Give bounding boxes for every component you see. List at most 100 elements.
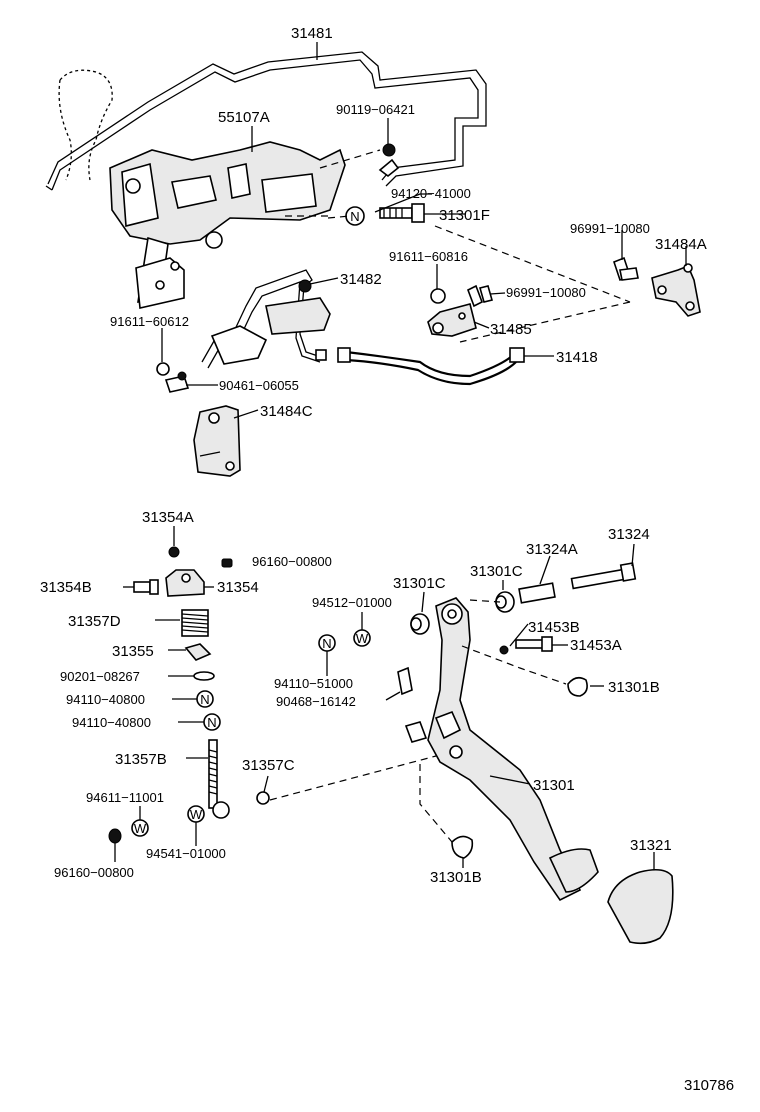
washer-94541-01000: W <box>187 805 205 823</box>
label-31301B-b: 31301B <box>430 869 482 886</box>
label-91611-60612: 91611−60612 <box>110 314 189 329</box>
bolt-31354B <box>133 579 159 595</box>
nut-91611-60612 <box>156 362 170 376</box>
label-31453A: 31453A <box>570 637 622 654</box>
leader-dash-1 <box>327 215 351 219</box>
label-94120-41000: 94120−41000 <box>391 186 471 201</box>
leader-dash-3 <box>434 225 631 303</box>
label-31301B-a: 31301B <box>608 679 660 696</box>
label-94611-11001: 94611−11001 <box>86 790 164 805</box>
label-94110-40800-b: 94110−40800 <box>72 715 151 730</box>
clip-31354A <box>168 546 180 558</box>
clip-90468-16142 <box>397 666 413 696</box>
label-31482: 31482 <box>340 271 382 288</box>
label-31357C: 31357C <box>242 757 295 774</box>
hose-31418 <box>337 347 525 386</box>
leader-31324A <box>539 555 551 585</box>
nut-94110-40800-a: N <box>196 690 214 708</box>
cushion-31301B-a <box>567 676 588 697</box>
leader-dash-6 <box>269 755 437 801</box>
label-31321: 31321 <box>630 837 672 854</box>
master-area-31481 <box>58 69 113 181</box>
nut-91611-60816 <box>430 288 446 304</box>
leader-90468 <box>385 691 401 701</box>
label-31354: 31354 <box>217 579 259 596</box>
pedal-arm-31301 <box>404 597 582 902</box>
label-96991-10080-a: 96991−10080 <box>570 221 650 236</box>
label-90201-08267: 90201−08267 <box>60 669 140 684</box>
nut-n-glyph: N <box>350 209 359 224</box>
label-31354B: 31354B <box>40 579 92 596</box>
leader-dash-8 <box>461 645 567 685</box>
label-31481: 31481 <box>291 25 333 42</box>
bracket-31484A <box>651 263 701 317</box>
label-96160-00800-b: 96160−00800 <box>54 865 134 880</box>
diagram-id: 310786 <box>684 1077 734 1094</box>
bolt-31301F <box>379 203 425 223</box>
leader-31357C <box>263 775 269 793</box>
label-90468-16142: 90468−16142 <box>276 694 356 709</box>
label-31301: 31301 <box>533 777 575 794</box>
leader-31453B <box>509 623 529 647</box>
clip-90461-06055 <box>164 371 190 393</box>
label-31357B: 31357B <box>115 751 167 768</box>
nut-n-glyph: N <box>207 715 216 730</box>
leader-dash-4 <box>459 301 631 343</box>
bracket-31484C <box>193 405 241 477</box>
pipe-31482 <box>201 269 331 369</box>
clip-96991-10080-b <box>466 284 493 308</box>
label-31418: 31418 <box>556 349 598 366</box>
leader-31324 <box>631 543 635 567</box>
washer-94611-11001: W <box>131 819 149 837</box>
clip-96160-00800-a <box>221 558 233 568</box>
stopper-31355 <box>184 643 212 661</box>
bracket-31354 <box>165 569 205 597</box>
label-31485: 31485 <box>490 321 532 338</box>
label-96991-10080-b: 96991−10080 <box>506 285 586 300</box>
bushing-31301C-a <box>410 613 430 635</box>
label-94512-01000: 94512−01000 <box>312 595 392 610</box>
pedal-pad-31321 <box>607 868 674 945</box>
label-90119-06421: 90119−06421 <box>336 102 415 117</box>
leader-dash-7 <box>419 764 453 843</box>
label-31453B: 31453B <box>528 619 580 636</box>
label-90461-06055: 90461−06055 <box>219 378 299 393</box>
label-31484C: 31484C <box>260 403 313 420</box>
bracket-31485 <box>427 303 477 337</box>
nut-n-glyph: N <box>322 636 331 651</box>
bracket-55107A <box>109 141 346 309</box>
washer-w-glyph: W <box>356 631 369 646</box>
leader-31301C-a <box>421 591 425 613</box>
washer-w-glyph: W <box>134 821 147 836</box>
nut-94120-41000: N <box>345 206 365 226</box>
upper-leaders <box>161 42 687 419</box>
washer-90201-08267 <box>193 671 215 681</box>
rod-31357B <box>208 739 230 819</box>
label-94110-40800-a: 94110−40800 <box>66 692 145 707</box>
label-55107A: 55107A <box>218 109 270 126</box>
leader-dash-2 <box>319 149 381 169</box>
nut-90119-06421 <box>378 143 400 178</box>
bolt-31453B-31453A <box>499 636 553 655</box>
cushion-31301B-b <box>451 835 474 859</box>
nut-94110-40800-b: N <box>203 713 221 731</box>
spring-31357D <box>181 609 209 637</box>
label-31355: 31355 <box>112 643 154 660</box>
label-31357D: 31357D <box>68 613 121 630</box>
label-31324A: 31324A <box>526 541 578 558</box>
label-31301F: 31301F <box>439 207 490 224</box>
label-94541-01000: 94541−01000 <box>146 846 226 861</box>
label-31484A: 31484A <box>655 236 707 253</box>
clip-96160-00800-b <box>108 828 122 844</box>
label-91611-60816: 91611−60816 <box>389 249 468 264</box>
bolt-31324 <box>570 562 637 590</box>
leader-dash-9 <box>469 599 501 603</box>
clip-31357C <box>256 791 270 805</box>
clip-96991-10080-a <box>613 256 639 282</box>
label-31354A: 31354A <box>142 509 194 526</box>
collar-31324A <box>518 582 556 604</box>
label-31301C-a: 31301C <box>393 575 446 592</box>
brake-tube-31481 <box>45 51 487 191</box>
